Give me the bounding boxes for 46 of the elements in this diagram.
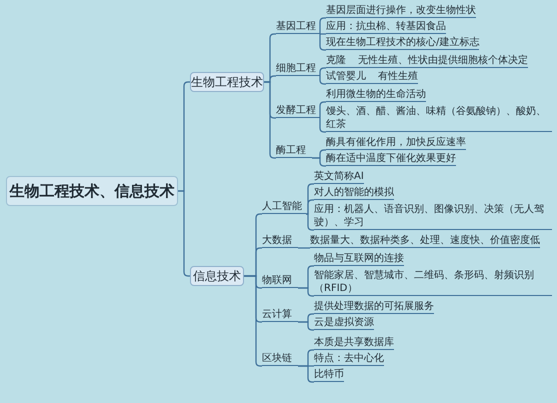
- branch-label: 人工智能: [262, 200, 306, 214]
- branch-label: 数据量大、数据种类多、处理、速度快、价值密度低: [310, 234, 540, 248]
- connector-line: [319, 67, 326, 77]
- branch-label: 克隆 无性生殖、性状由提供细胞核个体决定: [326, 54, 528, 68]
- branch-label: 馒头、酒、醋、酱油、味精（谷氨酸钠）、酸奶、红茶: [326, 104, 552, 132]
- branch-label: 对人的智能的模拟: [314, 186, 394, 200]
- branch-label: 试管婴儿 有性生殖: [326, 70, 418, 84]
- connector-line: [298, 365, 314, 383]
- branch-label: 基因工程: [276, 20, 320, 34]
- topic-box: 信息技术: [190, 266, 244, 286]
- connector-line: [320, 33, 326, 35]
- connector-line: [298, 287, 314, 297]
- connector-line: [319, 117, 326, 133]
- branch-label: 酶工程: [276, 144, 312, 158]
- branch-label: 比特币: [314, 368, 344, 382]
- branch-label: 特点：去中心化: [314, 352, 384, 366]
- branch-label: 应用：抗虫棉、转基因食品: [326, 20, 446, 34]
- branch-label: 大数据: [262, 234, 298, 248]
- branch-label: 物联网: [262, 274, 298, 288]
- branch-label: 发酵工程: [276, 104, 320, 118]
- branch-label: 智能家居、智慧城市、二维码、条形码、射频识别（RFID）: [314, 268, 552, 296]
- branch-label: 利用微生物的生命活动: [326, 88, 426, 102]
- branch-label: 云是虚拟资源: [314, 316, 374, 330]
- branch-label: 云计算: [262, 308, 298, 322]
- branch-label: 现在生物工程技术的核心/建立标志: [326, 36, 480, 50]
- branch-label: 英文简称AI: [314, 170, 364, 184]
- connector-line: [312, 157, 326, 167]
- connector-line: [306, 199, 314, 215]
- connector-line: [319, 33, 326, 51]
- connector-line: [319, 101, 326, 119]
- connector-line: [298, 247, 310, 249]
- connector-line: [298, 321, 314, 331]
- branch-label: 区块链: [262, 352, 298, 366]
- branch-label: 应用：机器人、语音识别、图像识别、决策（无人驾驶）、学习: [314, 202, 552, 230]
- connector-line: [319, 75, 326, 85]
- branch-label: 酶具有催化作用，加快反应速率: [326, 136, 466, 150]
- branch-label: 物品与互联网的连接: [314, 252, 404, 266]
- connector-line: [319, 17, 326, 35]
- root-topic: 生物工程技术、信息技术: [6, 176, 178, 206]
- connector-line: [306, 213, 314, 231]
- branch-label: 细胞工程: [276, 62, 320, 76]
- branch-label: 基因层面进行操作，改变生物性状: [326, 4, 476, 18]
- branch-label: 酶在适中温度下催化效果更好: [326, 152, 456, 166]
- topic-box: 生物工程技术: [190, 72, 264, 92]
- branch-label: 本质是共享数据库: [314, 336, 394, 350]
- branch-label: 提供处理数据的可拓展服务: [314, 300, 434, 314]
